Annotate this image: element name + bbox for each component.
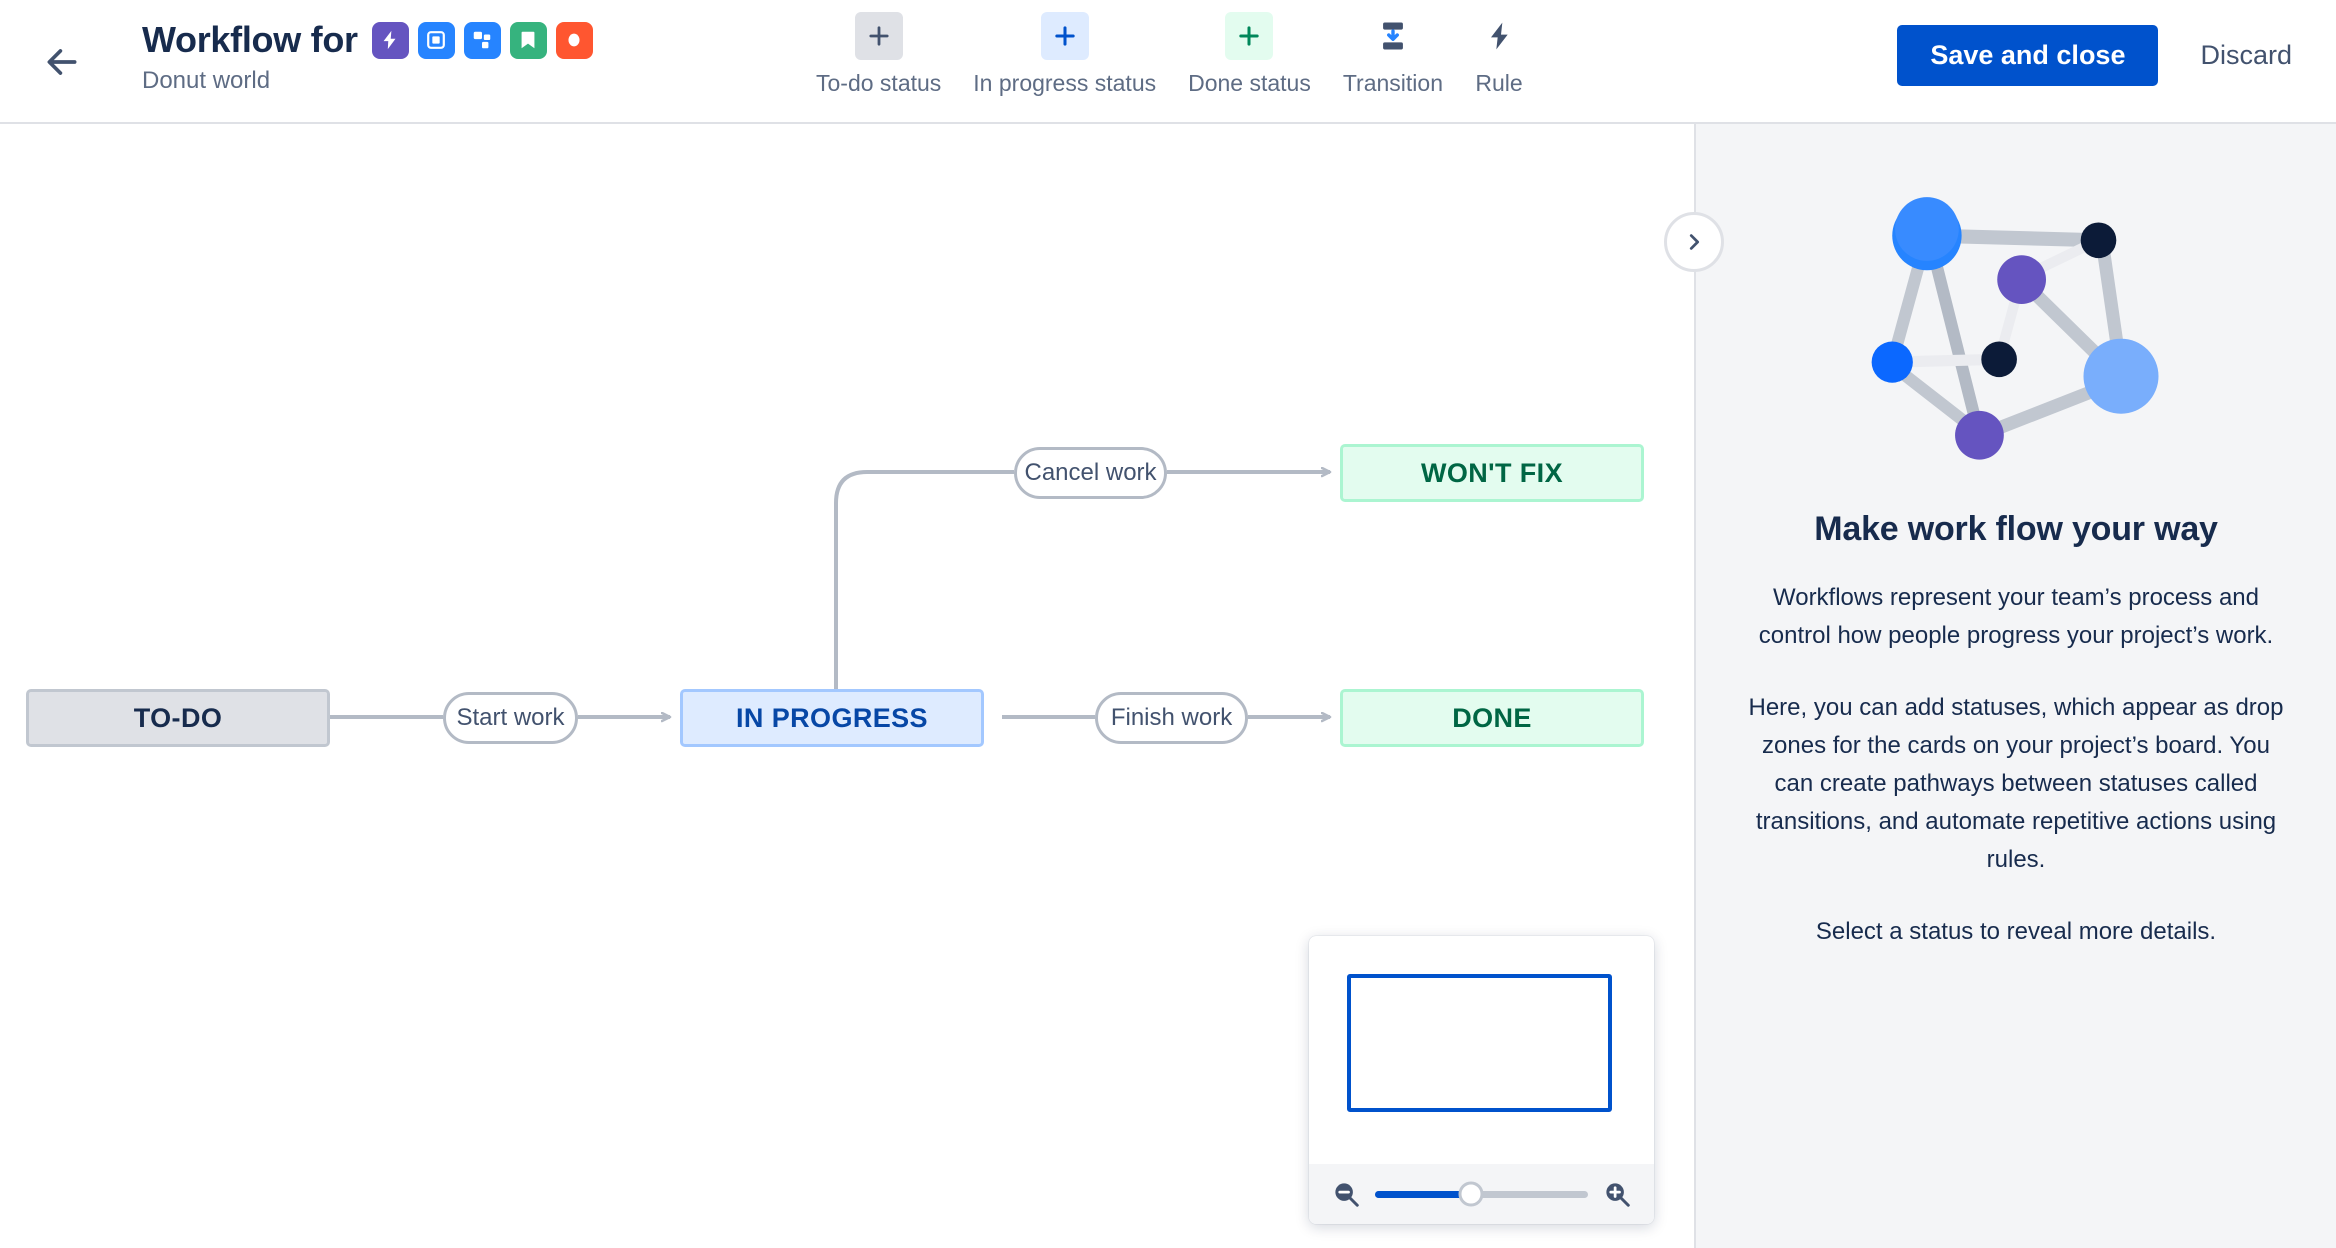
plus-icon xyxy=(854,12,903,60)
network-nodes-illustration xyxy=(1871,197,2159,460)
panel-paragraph-1: Workflows represent your team’s process … xyxy=(1758,584,2274,649)
toolbar-label: Transition xyxy=(1342,70,1443,96)
square-outline-icon xyxy=(427,31,446,49)
toolbar-item-done-status[interactable]: Done status xyxy=(1172,12,1327,97)
lightning-icon xyxy=(1475,12,1523,60)
toolbar-label: Rule xyxy=(1475,70,1523,96)
nodes-icon xyxy=(473,31,491,49)
status-node-in-progress[interactable]: IN PROGRESS xyxy=(680,689,984,747)
minimap-viewport-rect[interactable] xyxy=(1347,974,1612,1112)
status-node-label: IN PROGRESS xyxy=(736,702,928,733)
status-node-wont-fix[interactable]: WON'T FIX xyxy=(1340,444,1644,502)
transition-label: Start work xyxy=(456,704,565,731)
plus-icon xyxy=(1040,12,1089,60)
toolbar-item-rule[interactable]: Rule xyxy=(1459,12,1539,97)
info-side-panel: Make work flow your way Workflows repres… xyxy=(1694,124,2336,1248)
header-actions: Save and close Discard xyxy=(1897,25,2300,86)
transition-finish-work[interactable]: Finish work xyxy=(1095,692,1248,744)
square-outline-badge[interactable] xyxy=(417,21,455,59)
panel-title: Make work flow your way xyxy=(1814,510,2218,548)
status-node-label: WON'T FIX xyxy=(1420,457,1563,488)
collapse-panel-button[interactable] xyxy=(1664,212,1724,272)
status-node-label: DONE xyxy=(1452,702,1532,733)
app-badges xyxy=(371,21,593,59)
bookmark-icon xyxy=(521,31,535,49)
toolbar: To-do status In progress status Done sta… xyxy=(800,12,1539,97)
zoom-in-icon xyxy=(1606,1183,1630,1207)
jira-bolt-badge[interactable] xyxy=(371,21,409,59)
title-row: Workflow for xyxy=(142,18,593,62)
status-node-label: TO-DO xyxy=(133,702,223,733)
toolbar-label: Done status xyxy=(1188,70,1311,96)
minimap-panel[interactable] xyxy=(1309,936,1654,1224)
zoom-slider[interactable] xyxy=(1375,1181,1588,1207)
bookmark-badge[interactable] xyxy=(509,21,547,59)
top-bar: Workflow for xyxy=(0,0,2336,124)
status-node-done[interactable]: DONE xyxy=(1340,689,1644,747)
back-button[interactable] xyxy=(38,38,86,86)
discard-button[interactable]: Discard xyxy=(2192,30,2300,81)
page-subtitle: Donut world xyxy=(142,67,271,94)
bolt-icon xyxy=(383,30,396,50)
transition-icon xyxy=(1369,12,1417,60)
zoom-controls xyxy=(1309,1164,1654,1224)
toolbar-item-transition[interactable]: Transition xyxy=(1327,12,1459,97)
transition-label: Finish work xyxy=(1110,704,1233,731)
title-block: Workflow for xyxy=(142,18,593,96)
toolbar-label: To-do status xyxy=(816,70,942,96)
panel-paragraph-3: Select a status to reveal more details. xyxy=(1815,918,2217,945)
transition-label: Cancel work xyxy=(1024,459,1157,486)
workflow-edges xyxy=(330,124,1694,1248)
panel-paragraph-2: Here, you can add statuses, which appear… xyxy=(1748,694,2284,873)
page-title: Workflow for xyxy=(142,19,358,60)
toolbar-item-in-progress-status[interactable]: In progress status xyxy=(957,12,1172,97)
plus-icon xyxy=(1225,12,1274,60)
zoom-slider-thumb[interactable] xyxy=(1458,1181,1484,1207)
zoom-in-button[interactable] xyxy=(1602,1179,1632,1209)
transition-start-work[interactable]: Start work xyxy=(443,692,578,744)
circle-icon xyxy=(568,33,580,47)
circle-badge[interactable] xyxy=(555,21,593,59)
save-and-close-button[interactable]: Save and close xyxy=(1897,25,2159,86)
transition-cancel-work[interactable]: Cancel work xyxy=(1014,447,1167,499)
zoom-slider-fill xyxy=(1375,1190,1471,1198)
arrow-left-icon xyxy=(47,49,77,75)
zoom-out-icon xyxy=(1335,1183,1359,1207)
toolbar-item-todo-status[interactable]: To-do status xyxy=(800,12,957,97)
status-node-todo[interactable]: TO-DO xyxy=(26,689,330,747)
toolbar-label: In progress status xyxy=(973,70,1157,96)
zoom-out-button[interactable] xyxy=(1331,1179,1361,1209)
nodes-badge[interactable] xyxy=(463,21,501,59)
chevron-right-icon xyxy=(1689,234,1700,250)
